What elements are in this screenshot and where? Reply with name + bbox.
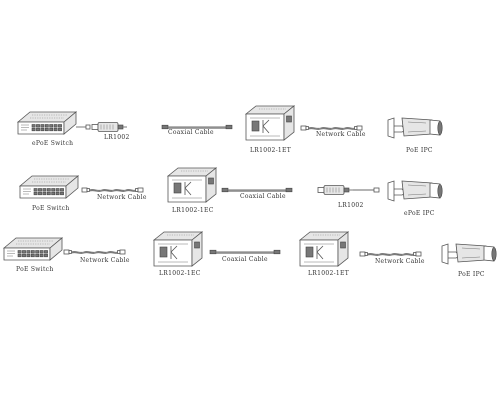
coaxial-cable: Coaxial Cable (221, 187, 293, 200)
lr1002-1et-device: LR1002-1ET (245, 105, 295, 154)
poe-ipc-label: PoE IPC (406, 147, 433, 154)
lr1002-1ec-device: LR1002-1EC (167, 167, 217, 214)
network-cable: Network Cable (63, 249, 130, 264)
epoe-ipc-label: ePoE IPC (404, 210, 435, 217)
lr1002-label: LR1002 (338, 202, 364, 209)
row-1: ePoE Switch LR1002 Coaxial Cable LR1002-… (17, 105, 443, 154)
epoe-switch-label: ePoE Switch (32, 140, 73, 147)
network-cable-label: Network Cable (375, 258, 425, 265)
poe-ipc-camera: PoE IPC (441, 243, 497, 278)
coaxial-cable-label: Coaxial Cable (240, 193, 286, 200)
network-cable: Network Cable (300, 125, 366, 138)
lr1002-1ec-label: LR1002-1EC (159, 270, 201, 277)
coaxial-cable: Coaxial Cable (161, 124, 233, 136)
network-link-switch-to-lr1002 (76, 124, 91, 130)
poe-switch-label: PoE Switch (32, 205, 70, 212)
lr1002-label: LR1002 (104, 134, 130, 141)
poe-switch-device: PoE Switch (19, 175, 79, 212)
poe-ipc-camera: PoE IPC (387, 117, 443, 154)
poe-ipc-label: PoE IPC (458, 271, 485, 278)
poe-switch-device: PoE Switch (3, 237, 63, 273)
lr1002-1ec-label: LR1002-1EC (172, 207, 214, 214)
epoe-ipc-camera: ePoE IPC (387, 180, 443, 217)
network-cable: Network Cable (81, 187, 147, 201)
coaxial-cable: Coaxial Cable (209, 249, 281, 263)
lr1002-1et-device: LR1002-1ET (299, 231, 349, 277)
network-cable: Network Cable (359, 251, 425, 265)
lr1002-1et-label: LR1002-1ET (250, 147, 291, 154)
network-cable-label: Network Cable (316, 131, 366, 138)
network-cable-label: Network Cable (80, 257, 130, 264)
coaxial-cable-label: Coaxial Cable (168, 129, 214, 136)
lr1002-1et-label: LR1002-1ET (308, 270, 349, 277)
lr1002-1ec-device: LR1002-1EC (153, 231, 203, 277)
poe-switch-label: PoE Switch (16, 266, 54, 273)
network-link-lr1002-to-camera (353, 187, 380, 193)
epoe-switch-device: ePoE Switch (17, 111, 77, 147)
lr1002-device: LR1002 (317, 185, 364, 209)
network-cable-label: Network Cable (97, 194, 147, 201)
coaxial-cable-label: Coaxial Cable (222, 256, 268, 263)
row-2: PoE Switch Network Cable LR1002-1EC Coax… (19, 167, 443, 217)
row-3: PoE Switch Network Cable LR1002-1EC Coax… (3, 231, 497, 278)
lr1002-device: LR1002 (91, 122, 130, 141)
